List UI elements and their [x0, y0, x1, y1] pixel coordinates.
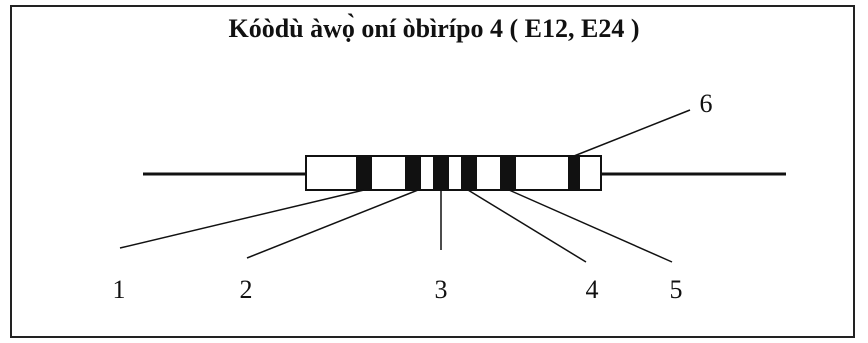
- callout-line-6: [573, 109, 691, 157]
- callout-line-1: [119, 189, 365, 249]
- diagram-layer: 1 2 3 4 5 6: [113, 89, 786, 304]
- band-6: [568, 156, 580, 190]
- band-1: [356, 156, 372, 190]
- band-4: [461, 156, 477, 190]
- resistor-body: [305, 155, 602, 191]
- band-2: [405, 156, 421, 190]
- diagram-frame: [10, 5, 855, 338]
- band-3: [433, 156, 449, 190]
- band-5: [500, 156, 516, 190]
- callout-label-3: 3: [435, 275, 448, 304]
- callout-label-4: 4: [586, 275, 599, 304]
- callout-line-5: [508, 189, 673, 263]
- diagram-title: Kóòdù àwọ̀ oní òbìrípo 4 ( E12, E24 ): [228, 14, 640, 43]
- callout-label-6: 6: [700, 89, 713, 118]
- callout-line-2: [246, 189, 419, 259]
- callout-label-5: 5: [670, 275, 683, 304]
- callout-label-1: 1: [113, 275, 126, 304]
- callout-line-4: [467, 189, 587, 263]
- callout-label-2: 2: [240, 275, 253, 304]
